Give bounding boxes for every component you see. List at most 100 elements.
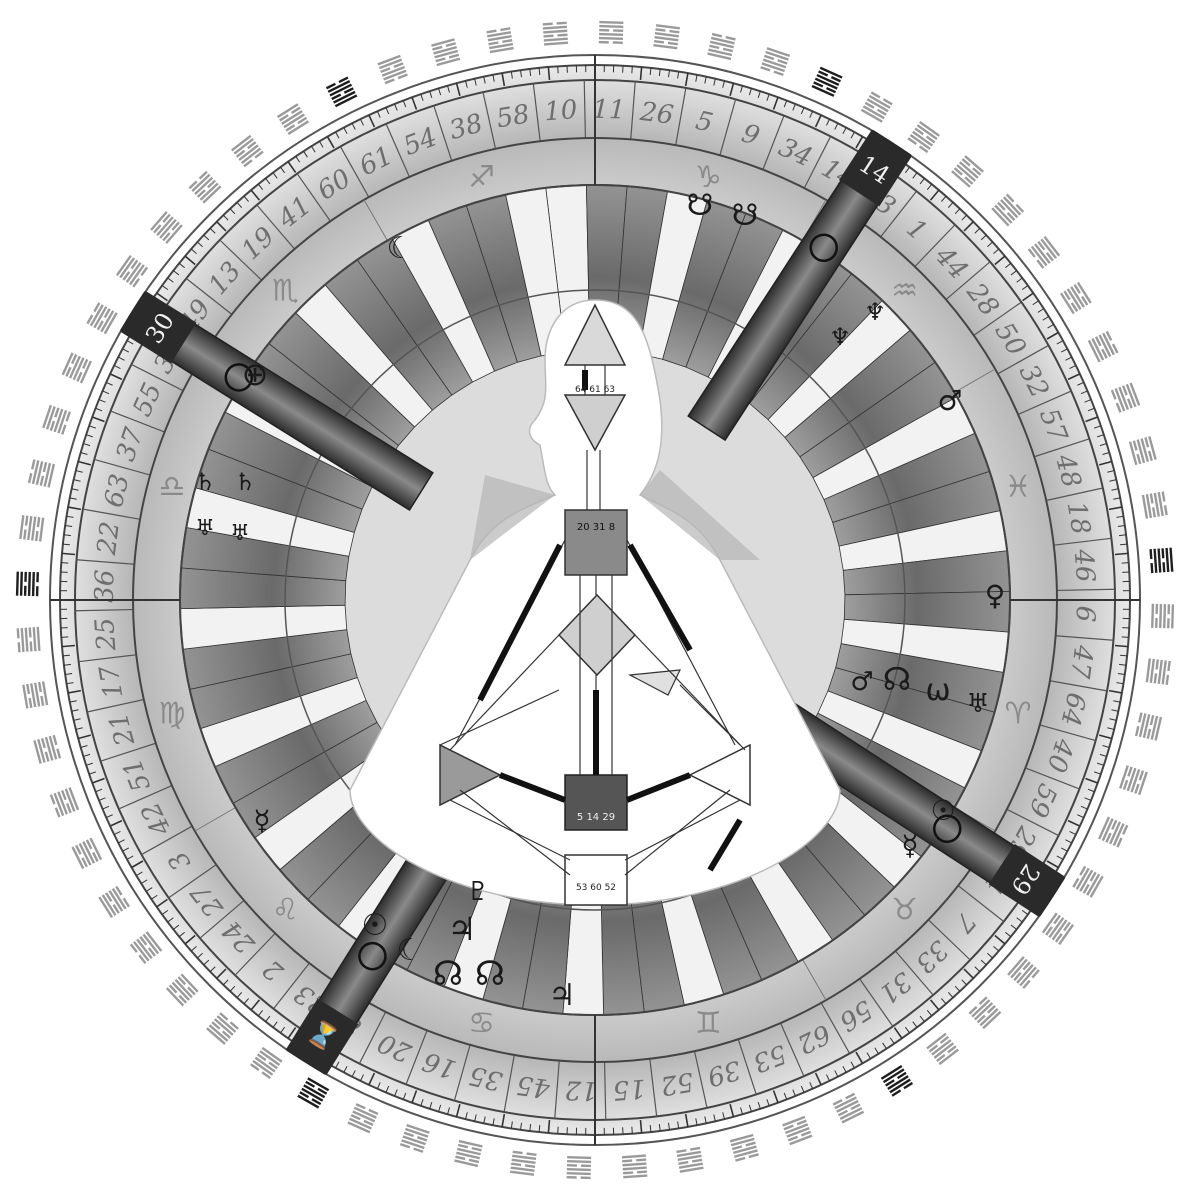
hexagram-icon xyxy=(861,91,893,122)
gate-number: 11 xyxy=(592,95,626,126)
hexagram-icon xyxy=(653,24,680,49)
hexagram-icon xyxy=(231,135,264,167)
planet-sun-right: ☉ xyxy=(930,794,955,827)
hexagram-icon xyxy=(1135,712,1162,740)
planet-sun-bottom: ☉ xyxy=(362,908,389,943)
hexagram-icon xyxy=(16,572,39,597)
hexagram-icon xyxy=(881,1065,913,1097)
zodiac-glyph: ♊ xyxy=(695,1006,722,1041)
planet-mercury-right: ☿ xyxy=(901,829,918,862)
hexagram-icon xyxy=(1111,382,1140,412)
planet-pluto-bottom: ♇ xyxy=(466,877,489,907)
hexagram-icon xyxy=(28,459,55,487)
planet-node-top-a: ☋ xyxy=(687,188,714,223)
hexagram-icon xyxy=(926,1033,959,1065)
hexagram-icon xyxy=(1142,491,1168,518)
hexagram-icon xyxy=(907,121,940,153)
hexagram-icon xyxy=(19,515,44,542)
tick xyxy=(1115,553,1128,554)
hexagram-icon xyxy=(277,103,309,135)
hexagram-icon xyxy=(1151,604,1174,629)
gate-number: 45 xyxy=(515,1069,553,1103)
hexagram-icon xyxy=(760,47,790,76)
zodiac-glyph: ♈ xyxy=(1005,696,1032,731)
planet-mars-right-b: ♂ xyxy=(850,667,873,697)
tick xyxy=(548,67,549,80)
hexagram-icon xyxy=(1119,765,1148,795)
hexagram-icon xyxy=(707,33,735,60)
hexagram-icon xyxy=(297,1077,329,1108)
hexagram-icon xyxy=(599,21,624,44)
gate-number: 12 xyxy=(564,1074,598,1105)
gate-number: 47 xyxy=(1064,643,1098,681)
gate-number: 22 xyxy=(92,520,126,558)
center-label-sacral: 5 14 29 xyxy=(577,812,615,823)
gate-number: 58 xyxy=(494,99,532,134)
planet-moon-left: ☾ xyxy=(387,231,414,266)
zodiac-glyph: ♓ xyxy=(1005,470,1032,505)
center-label-root: 53 60 52 xyxy=(576,883,616,893)
hexagram-icon xyxy=(377,55,407,84)
gate-number: 10 xyxy=(543,95,578,127)
hexagram-icon xyxy=(116,255,148,288)
hexagram-icon xyxy=(567,1156,592,1179)
hexagram-icon xyxy=(1146,658,1171,685)
planet-uranus-right: ♅ xyxy=(966,689,989,719)
hexagram-icon xyxy=(42,405,71,435)
hexagram-icon xyxy=(454,1140,482,1167)
hexagram-icon xyxy=(833,1093,864,1124)
tick xyxy=(640,1120,641,1133)
hexagram-icon xyxy=(166,974,199,1007)
planet-node-top-b: ☋ xyxy=(732,198,759,233)
hexagram-icon xyxy=(206,1012,239,1045)
zodiac-glyph: ♒ xyxy=(891,273,918,308)
zodiac-glyph: ♌ xyxy=(272,893,299,928)
gate-number: 25 xyxy=(90,617,122,653)
hexagram-icon xyxy=(431,38,460,66)
hexagram-icon xyxy=(1088,331,1119,362)
hexagram-icon xyxy=(1060,282,1092,314)
planet-saturn-left-b: ♄ xyxy=(234,468,256,496)
hexagram-icon xyxy=(17,627,41,653)
root-center xyxy=(565,855,627,905)
planet-moon-bottom: ☾ xyxy=(397,933,424,968)
hexagram-icon xyxy=(22,681,48,708)
hexagram-icon xyxy=(71,838,102,869)
center-label-head: 64 61 63 xyxy=(575,385,615,395)
hexagram-icon xyxy=(86,302,117,334)
planet-mercury-left: ☿ xyxy=(253,804,270,837)
hexagram-icon xyxy=(951,155,984,188)
hexagram-icon xyxy=(189,171,222,204)
hexagram-icon xyxy=(1098,817,1128,848)
hexagram-icon xyxy=(1129,436,1157,465)
hexagram-icon xyxy=(510,1151,537,1176)
hexagram-icon xyxy=(991,194,1024,227)
gate-number: 52 xyxy=(658,1066,696,1101)
planet-earth-left: ⊕ xyxy=(242,355,269,393)
zodiac-glyph: ♉ xyxy=(891,893,918,928)
planet-uranus-left-a: ♅ xyxy=(195,516,215,541)
gate-number: 26 xyxy=(638,97,676,131)
planet-omega-right: ω xyxy=(925,673,950,708)
tick xyxy=(640,67,641,80)
planet-pluto-right: ☊ xyxy=(883,660,911,698)
hexagram-icon xyxy=(730,1134,759,1162)
planet-node-bottom-b: ☊ xyxy=(475,954,505,994)
hexagram-icon xyxy=(400,1124,430,1153)
gate-number: 6 xyxy=(1070,605,1100,622)
hexagram-icon xyxy=(1042,912,1074,945)
planet-jupiter-bottom-a: ♃ xyxy=(448,910,477,948)
hexagram-icon xyxy=(1072,866,1103,898)
zodiac-glyph: ♏ xyxy=(272,273,299,308)
hexagram-icon xyxy=(782,1116,812,1145)
hexagram-icon xyxy=(543,22,569,46)
hexagram-icon xyxy=(326,76,357,107)
gate-number: 36 xyxy=(90,569,121,603)
gate-number: 15 xyxy=(612,1073,647,1105)
throat-center xyxy=(565,510,627,575)
hexagram-icon xyxy=(622,1154,648,1178)
hexagram-icon xyxy=(33,735,61,764)
hexagram-icon xyxy=(130,931,162,964)
planet-mars-right: ♂ xyxy=(937,384,962,417)
